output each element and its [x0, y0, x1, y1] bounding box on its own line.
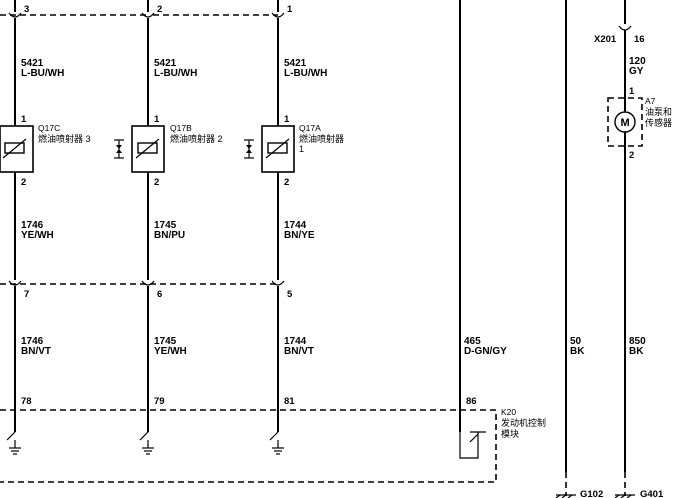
lower-connector-q17b — [141, 280, 155, 286]
ground-icon — [142, 447, 154, 455]
injector-circuit-q17c: 3 5421 L-BU/WH 1 Q17C 燃油喷射器 3 2 1746 YE/… — [0, 0, 147, 455]
svg-text:BK: BK — [570, 346, 585, 357]
svg-text:2: 2 — [157, 4, 162, 15]
svg-text:850: 850 — [629, 336, 646, 347]
upper-connector-q17b — [141, 12, 155, 18]
svg-text:1: 1 — [154, 114, 160, 125]
svg-text:燃油喷射器 3: 燃油喷射器 3 — [38, 133, 91, 144]
svg-text:BN/PU: BN/PU — [154, 230, 185, 241]
svg-text:120: 120 — [629, 56, 646, 67]
svg-text:2: 2 — [629, 150, 634, 161]
ecm-module-k20-boundary — [0, 409, 497, 483]
svg-text:1746: 1746 — [21, 336, 44, 347]
svg-text:6: 6 — [157, 289, 162, 300]
svg-text:YE/WH: YE/WH — [154, 346, 187, 357]
svg-text:L-BU/WH: L-BU/WH — [154, 68, 197, 79]
svg-text:M: M — [621, 117, 630, 129]
injector-circuit-q17b: 2 5421 L-BU/WH 1 Q17B 燃油喷射器 2 2 1745 BN/… — [114, 0, 278, 455]
lower-connector-q17a — [271, 280, 285, 286]
svg-text:L-BU/WH: L-BU/WH — [21, 68, 64, 79]
svg-text:1745: 1745 — [154, 336, 177, 347]
svg-text:传感器: 传感器 — [645, 117, 672, 128]
svg-text:X201: X201 — [594, 34, 617, 45]
fuel-pump-circuit: X201 16 120 GY 1 M A7 油泵和 传感器 2 850 BK G… — [594, 0, 672, 498]
svg-text:2: 2 — [21, 177, 26, 188]
svg-text:燃油喷射器 2: 燃油喷射器 2 — [170, 133, 223, 144]
ecm-circuit-465: 465 D-GN/GY 86 — [459, 0, 507, 459]
svg-text:1: 1 — [629, 86, 635, 97]
svg-text:5421: 5421 — [154, 58, 177, 69]
upper-connector-q17c — [8, 12, 22, 18]
svg-text:D-GN/GY: D-GN/GY — [464, 346, 507, 357]
svg-text:78: 78 — [21, 396, 32, 407]
ecm-internal-switch-icon — [459, 431, 486, 459]
ground-icon — [272, 447, 284, 455]
svg-text:1: 1 — [287, 4, 293, 15]
svg-text:BN/YE: BN/YE — [284, 230, 315, 241]
connector-x201 — [618, 25, 632, 31]
svg-text:1745: 1745 — [154, 220, 177, 231]
svg-text:K20: K20 — [501, 407, 516, 417]
upper-connector-q17a — [271, 12, 285, 18]
svg-text:1: 1 — [284, 114, 290, 125]
svg-text:BN/VT: BN/VT — [284, 346, 314, 357]
svg-text:1: 1 — [21, 114, 27, 125]
ecm-low-side-driver-switch-icon — [6, 431, 16, 448]
ecm-low-side-driver-switch-icon — [269, 431, 279, 448]
svg-text:G401: G401 — [640, 489, 664, 498]
svg-text:1744: 1744 — [284, 336, 307, 347]
svg-text:5421: 5421 — [21, 58, 44, 69]
svg-text:2: 2 — [284, 177, 289, 188]
svg-text:81: 81 — [284, 396, 295, 407]
svg-text:Q17C: Q17C — [38, 123, 60, 133]
svg-text:50: 50 — [570, 336, 582, 347]
svg-text:L-BU/WH: L-BU/WH — [284, 68, 327, 79]
svg-text:YE/WH: YE/WH — [21, 230, 54, 241]
svg-text:5: 5 — [287, 289, 293, 300]
fuel-pump-a7-boundary — [607, 97, 643, 147]
ground-icon — [9, 447, 21, 455]
ecm-low-side-driver-switch-icon — [139, 431, 149, 448]
injector-nozzle-icon — [244, 139, 254, 159]
svg-text:79: 79 — [154, 396, 165, 407]
ground-circuit-50: 50 BK G102 — [555, 0, 603, 498]
svg-text:16: 16 — [634, 34, 645, 45]
lower-connector-q17c — [8, 280, 22, 286]
injector-nozzle-icon — [114, 139, 124, 159]
svg-text:Q17B: Q17B — [170, 123, 192, 133]
svg-text:BN/VT: BN/VT — [21, 346, 51, 357]
svg-text:1: 1 — [299, 144, 304, 154]
svg-text:发动机控制: 发动机控制 — [501, 417, 546, 428]
svg-text:7: 7 — [24, 289, 29, 300]
svg-text:A7: A7 — [645, 96, 656, 106]
svg-text:模块: 模块 — [501, 428, 519, 439]
svg-text:燃油喷射器: 燃油喷射器 — [299, 133, 344, 144]
svg-text:G102: G102 — [580, 489, 603, 498]
svg-text:1746: 1746 — [21, 220, 44, 231]
svg-text:86: 86 — [466, 396, 477, 407]
injector-circuit-q17a: 1 5421 L-BU/WH 1 Q17A 燃油喷射器 1 2 1744 BN/… — [244, 0, 344, 455]
svg-text:465: 465 — [464, 336, 481, 347]
svg-text:2: 2 — [154, 177, 159, 188]
svg-text:Q17A: Q17A — [299, 123, 321, 133]
svg-text:1744: 1744 — [284, 220, 307, 231]
svg-text:油泵和: 油泵和 — [645, 106, 672, 117]
svg-text:3: 3 — [24, 4, 29, 15]
svg-text:BK: BK — [629, 346, 644, 357]
svg-text:GY: GY — [629, 66, 644, 77]
svg-text:5421: 5421 — [284, 58, 307, 69]
